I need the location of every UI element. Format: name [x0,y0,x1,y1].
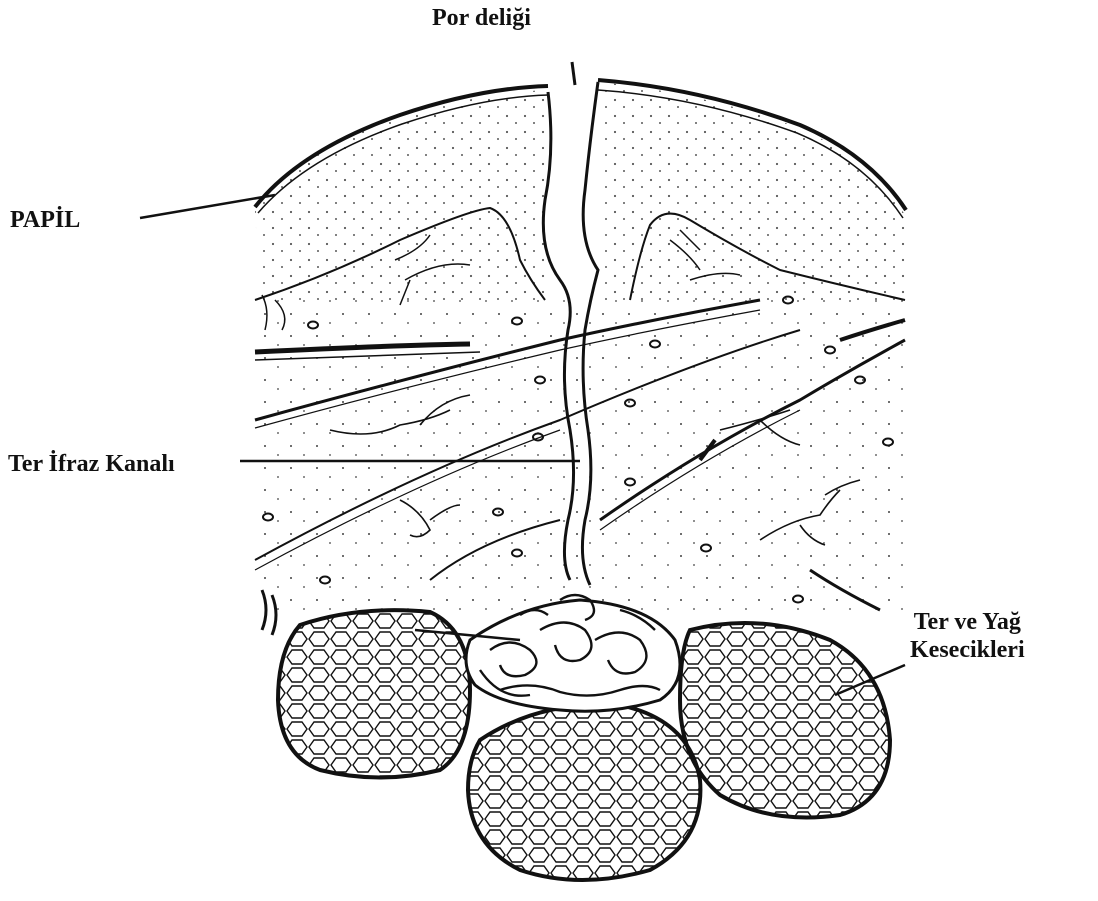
label-papilla: PAPİL [10,207,80,235]
label-glands-line2: Kesecikleri [910,637,1025,665]
gland-bottom [468,704,700,880]
label-glands-line1: Ter ve Yağ [910,609,1025,637]
sweat-and-oil-glands [278,595,890,880]
label-glands: Ter ve Yağ Kesecikleri [910,609,1025,664]
gland-left [278,610,470,777]
gland-right [680,623,890,818]
dermis-layer [255,297,905,636]
epidermis-layer [255,80,906,300]
label-sweat-duct: Ter İfraz Kanalı [8,451,175,479]
label-pore: Por deliği [432,5,531,33]
